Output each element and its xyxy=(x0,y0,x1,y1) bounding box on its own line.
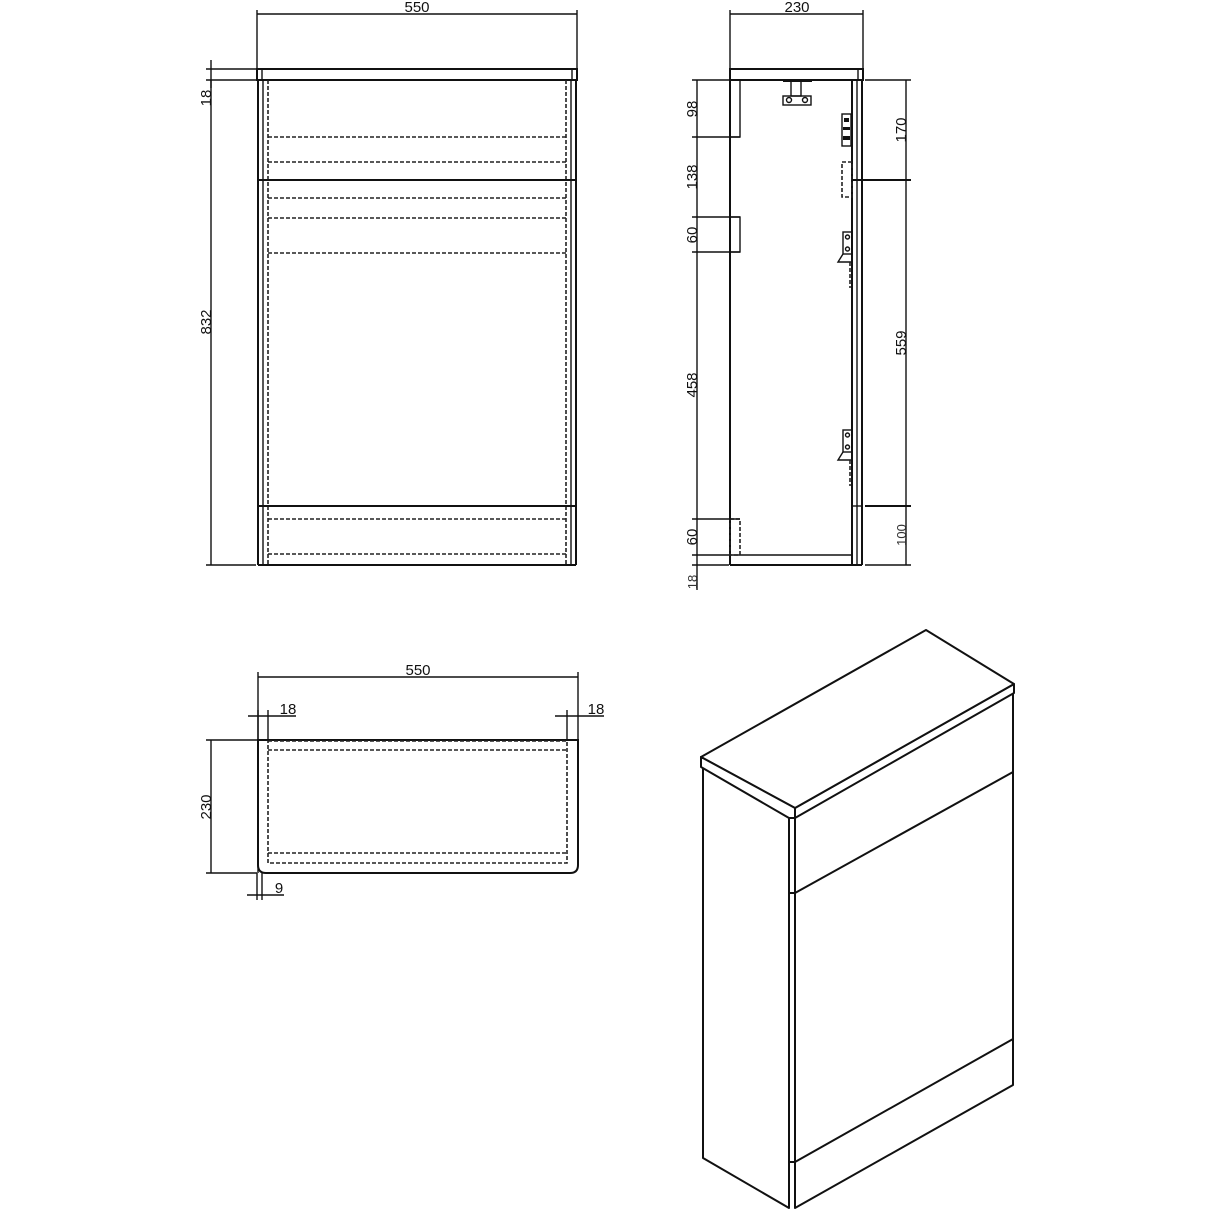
front-view: 550 18 832 xyxy=(198,0,578,566)
side-dim-170: 170 xyxy=(893,117,910,142)
isometric-view xyxy=(700,629,1015,1209)
plan-view: 550 18 18 230 9 xyxy=(198,662,604,900)
side-dim-60-upper: 60 xyxy=(684,227,701,244)
hinge-upper-icon xyxy=(836,231,853,288)
plan-depth-label: 230 xyxy=(198,794,215,819)
side-dim-138: 138 xyxy=(684,164,701,189)
hinge-lower-icon xyxy=(836,429,853,486)
front-top-thickness-label: 18 xyxy=(198,90,215,107)
side-dim-458: 458 xyxy=(684,372,701,397)
plan-right-panel-label: 18 xyxy=(588,701,605,718)
side-dim-559: 559 xyxy=(893,330,910,355)
front-height-label: 832 xyxy=(198,309,215,334)
side-dim-60-lower: 60 xyxy=(684,529,701,546)
side-depth-label: 230 xyxy=(784,0,809,16)
side-view: 230 xyxy=(684,0,911,590)
side-dim-18: 18 xyxy=(685,575,700,589)
plan-left-panel-label: 18 xyxy=(280,701,297,718)
side-dim-98: 98 xyxy=(684,101,701,118)
bracket-icon xyxy=(782,80,812,106)
front-width-label: 550 xyxy=(404,0,429,16)
plan-width-label: 550 xyxy=(405,662,430,679)
side-dim-100: 100 xyxy=(894,524,909,546)
plan-front-offset-label: 9 xyxy=(275,880,283,897)
